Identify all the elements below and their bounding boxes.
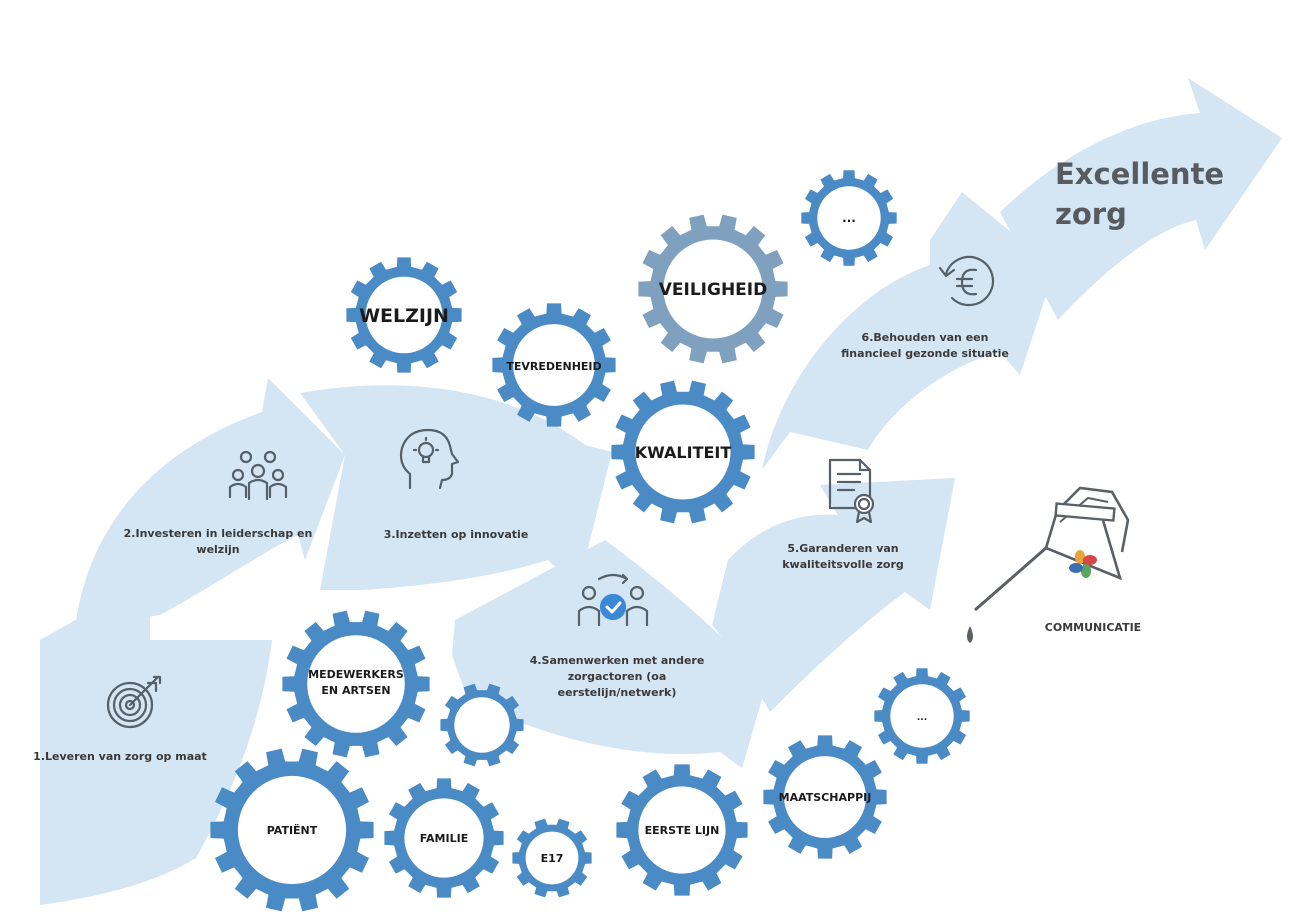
gear-eerste-lijn-center xyxy=(638,786,726,874)
step-1-label: 1.Leveren van zorg op maat xyxy=(33,750,207,763)
gear-label-familie: FAMILIE xyxy=(420,832,468,845)
arrow-goal xyxy=(1000,78,1282,320)
gear-small-blank-center xyxy=(454,697,510,753)
gear-patient-center xyxy=(237,775,347,885)
step-4-label-line2: zorgactoren (oa xyxy=(568,670,667,683)
gear-more-bottom-center xyxy=(890,684,954,748)
goal-label-line1: Excellente xyxy=(1055,157,1224,191)
step-2-label-line2: welzijn xyxy=(196,543,239,556)
idea-head-icon xyxy=(399,428,460,490)
step-labels: 1.Leveren van zorg op maat 2.Investeren … xyxy=(33,157,1224,763)
step-6-label-line2: financieel gezonde situatie xyxy=(841,347,1009,360)
step-5-label-line1: 5.Garanderen van xyxy=(787,542,898,555)
certificate-icon xyxy=(828,458,875,524)
gear-e17-center xyxy=(525,831,579,885)
goal-label-line2: zorg xyxy=(1055,197,1127,231)
gear-tevredenheid xyxy=(492,303,616,427)
collaboration-icon xyxy=(577,573,649,627)
step-5-label-line2: kwaliteitsvolle zorg xyxy=(782,558,904,571)
gear-label-kwaliteit: KWALITEIT xyxy=(635,443,732,462)
arrow-layer xyxy=(40,78,1282,905)
gear-familie-center xyxy=(404,798,484,878)
communication-label: COMMUNICATIE xyxy=(1045,621,1141,634)
gear-label-medewerkers-1: MEDEWERKERS xyxy=(308,668,404,681)
gear-layer xyxy=(210,170,970,912)
gear-maatschappij xyxy=(763,735,887,859)
arrow-step-4 xyxy=(452,540,772,768)
gear-label-welzijn: WELZIJN xyxy=(359,305,449,327)
gear-welzijn xyxy=(346,257,462,373)
gear-labels: WELZIJN TEVREDENHEID VEILIGHEID ... KWAL… xyxy=(267,211,927,865)
gear-kwaliteit-center xyxy=(635,404,731,500)
gear-label-e17: E17 xyxy=(541,852,564,865)
step-4-label-line1: 4.Samenwerken met andere xyxy=(530,654,705,667)
gear-patient xyxy=(210,748,374,912)
gear-welzijn-center xyxy=(365,276,443,354)
gear-label-eerste-lijn: EERSTE LIJN xyxy=(645,824,720,837)
gear-label-more-top: ... xyxy=(842,211,856,225)
step-3-label: 3.Inzetten op innovatie xyxy=(384,528,529,541)
gear-label-medewerkers-2: EN ARTSEN xyxy=(321,684,390,697)
oil-can-icon xyxy=(967,486,1130,643)
communication-logo xyxy=(1069,550,1097,578)
gear-e17 xyxy=(512,818,592,898)
gear-medewerkers-center xyxy=(307,635,405,733)
arrow-step-2 xyxy=(75,378,345,628)
arrow-step-3 xyxy=(300,385,612,590)
team-icon xyxy=(228,450,288,501)
target-icon xyxy=(106,675,162,729)
euro-cycle-icon xyxy=(938,255,995,307)
gear-tevredenheid-center xyxy=(513,324,595,406)
step-4-label-line3: eerstelijn/netwerk) xyxy=(558,686,677,699)
step-2-label-line1: 2.Investeren in leiderschap en xyxy=(124,527,313,540)
gear-veiligheid-center xyxy=(663,239,763,339)
gear-label-maatschappij: MAATSCHAPPIJ xyxy=(779,791,872,804)
gear-eerste-lijn xyxy=(616,764,748,896)
gear-label-patient: PATIËNT xyxy=(267,823,318,837)
gear-more-top-center xyxy=(817,186,881,250)
gear-veiligheid xyxy=(638,214,788,364)
gear-maatschappij-center xyxy=(784,756,866,838)
arrow-step-5 xyxy=(712,478,955,712)
gear-kwaliteit xyxy=(611,380,755,524)
gear-small-blank xyxy=(440,683,524,767)
gear-label-tevredenheid: TEVREDENHEID xyxy=(506,360,601,373)
gear-label-more-bottom: ... xyxy=(917,713,927,723)
step-6-label-line1: 6.Behouden van een xyxy=(862,331,989,344)
gear-more-bottom xyxy=(874,668,970,764)
gear-familie xyxy=(384,778,504,898)
gear-label-veiligheid: VEILIGHEID xyxy=(659,280,767,300)
gear-more-top xyxy=(801,170,897,266)
gear-medewerkers xyxy=(282,610,430,758)
